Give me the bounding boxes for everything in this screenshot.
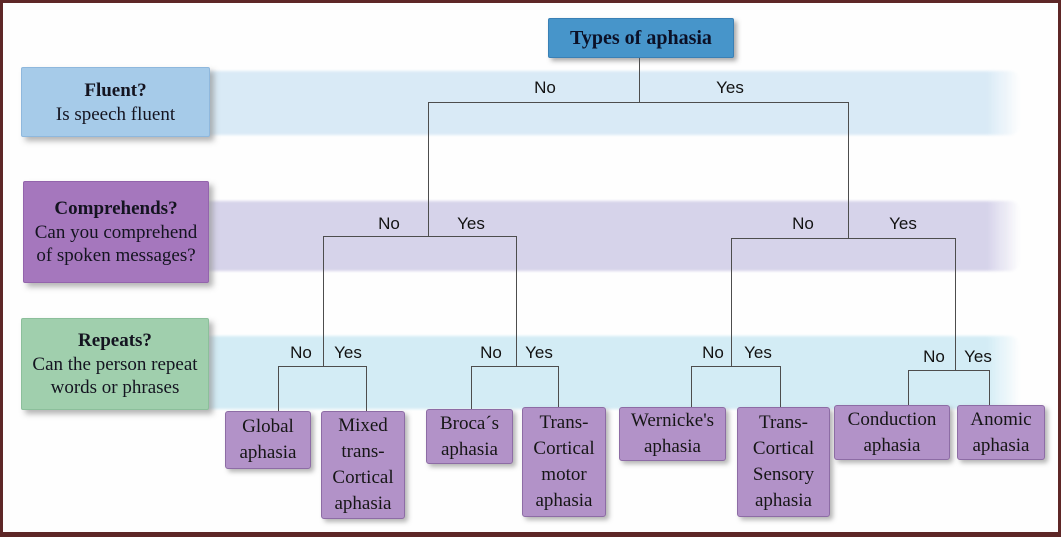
connector-line [691,366,781,367]
branch-label-yes: Yes [964,347,992,366]
connector-line [908,370,909,405]
leaf-mixed-transcortical-aphasia: Mixed trans- Cortical aphasia [321,411,405,519]
row-header-fluent: Fluent? Is speech fluent [21,67,210,137]
connector-line [323,236,516,237]
leaf-brocas-aphasia: Broca´s aphasia [426,409,513,464]
branch-label-no: No [290,343,312,362]
connector-line [428,102,849,103]
branch-label-yes: Yes [716,78,744,97]
connector-line [639,56,640,102]
row-header-title: Repeats? [78,330,152,351]
branch-label-yes: Yes [525,343,553,362]
row-header-subtitle: Is speech fluent [55,103,176,125]
connector-line [278,366,279,411]
leaf-global-aphasia: Global aphasia [225,411,311,469]
fluent-row-band [198,71,1020,135]
connector-line [278,366,367,367]
branch-label-yes: Yes [744,343,772,362]
row-header-subtitle: Can the person repeat words or phrases [32,354,198,398]
branch-label-no: No [480,343,502,362]
leaf-anomic-aphasia: Anomic aphasia [957,405,1045,460]
row-header-comprehends: Comprehends? Can you comprehend of spoke… [23,181,209,283]
root-node: Types of aphasia [548,18,734,58]
connector-line [780,366,781,407]
connector-line [558,366,559,407]
row-header-repeats: Repeats? Can the person repeat words or … [21,318,209,410]
connector-line [848,102,849,238]
row-header-subtitle: Can you comprehend of spoken messages? [34,222,198,266]
connector-line [955,238,956,370]
connector-line [428,102,429,236]
connector-line [471,366,559,367]
connector-line [516,236,517,366]
connector-line [691,366,692,407]
leaf-transcortical-sensory-aphasia: Trans- Cortical Sensory aphasia [737,407,830,517]
connector-line [908,370,990,371]
connector-line [989,370,990,405]
row-header-title: Comprehends? [54,198,178,219]
branch-label-yes: Yes [457,214,485,233]
branch-label-yes: Yes [889,214,917,233]
leaf-transcortical-motor-aphasia: Trans- Cortical motor aphasia [522,407,606,517]
branch-label-no: No [378,214,400,233]
row-header-title: Fluent? [84,79,147,101]
connector-line [366,366,367,411]
comprehends-row-band [198,201,1020,271]
branch-label-no: No [534,78,556,97]
connector-line [323,236,324,366]
branch-label-no: No [923,347,945,366]
branch-label-no: No [702,343,724,362]
repeats-row-band [198,336,1020,409]
branch-label-yes: Yes [334,343,362,362]
connector-line [731,238,732,366]
branch-label-no: No [792,214,814,233]
leaf-wernickes-aphasia: Wernicke's aphasia [619,407,726,461]
leaf-conduction-aphasia: Conduction aphasia [834,405,950,460]
connector-line [731,238,955,239]
connector-line [471,366,472,409]
